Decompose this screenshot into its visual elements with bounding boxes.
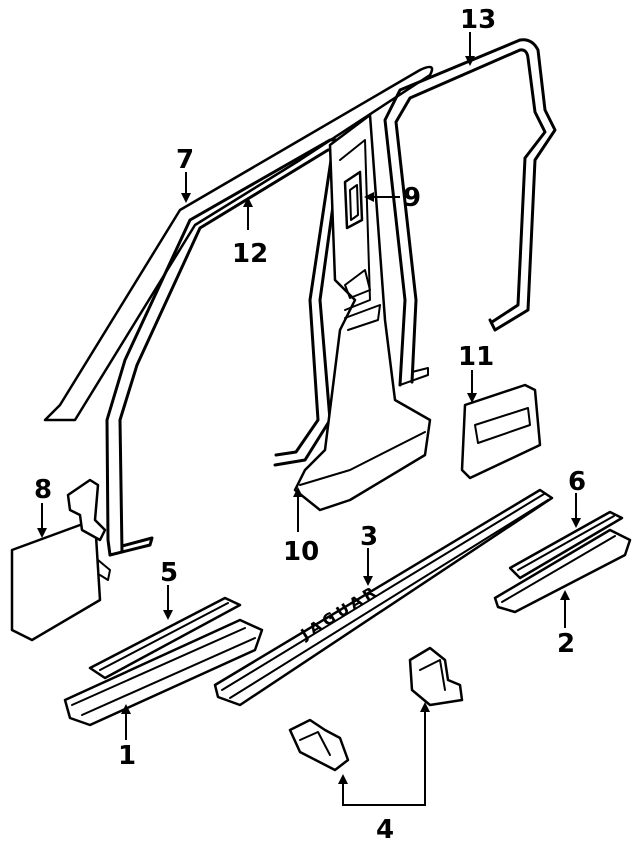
part-10-b-pillar-trim [293,113,432,512]
callout-2: 2 [557,629,575,659]
part-6-rear-sill-plate [508,510,624,580]
callout-12: 12 [232,239,268,269]
part-1-front-sill [63,618,264,727]
part-5-front-sill-plate [88,596,242,680]
part-9-belt-guide [343,170,364,230]
callout-4: 4 [376,815,394,845]
leader-lines [37,32,581,806]
callout-3: 3 [360,522,378,552]
callout-9: 9 [403,183,421,213]
part-2-rear-sill [493,528,632,614]
callout-6: 6 [568,467,586,497]
part-8-pillar-panel [10,478,111,642]
callout-13: 13 [460,5,496,35]
callout-7: 7 [176,145,194,175]
callout-labels: 13 7 12 9 10 11 8 5 3 6 2 1 4 [34,5,586,845]
part-13-rear-door-seal [383,38,557,387]
callout-5: 5 [160,558,178,588]
callout-8: 8 [34,475,52,505]
callout-1: 1 [118,741,136,771]
part-7-roof-trim [43,65,434,422]
callout-10: 10 [283,537,319,567]
part-11-trim-plate [460,383,542,480]
part-4-clips [288,646,464,772]
callout-11: 11 [458,342,494,372]
